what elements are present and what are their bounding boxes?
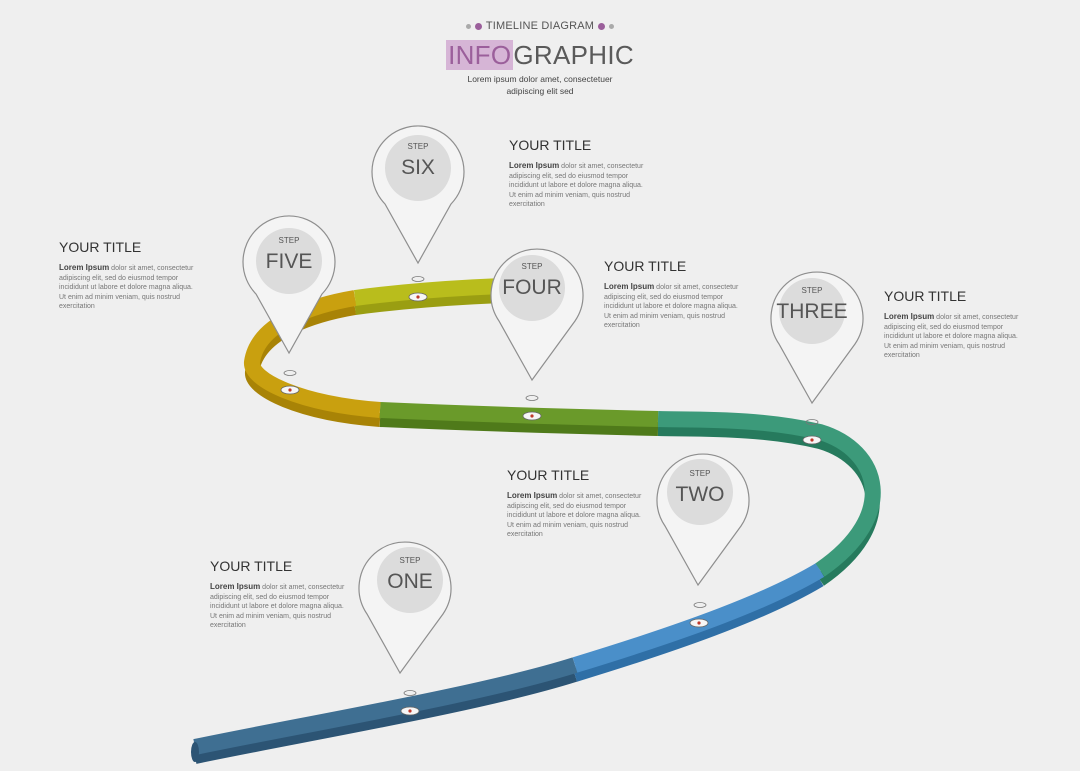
block-lead: Lorem Ipsum xyxy=(884,312,935,321)
bullet-dot-icon xyxy=(465,23,471,29)
step-caption: STEP xyxy=(399,556,421,565)
block-title: YOUR TITLE xyxy=(604,258,687,274)
road-segment-three xyxy=(657,411,881,577)
step-name: THREE xyxy=(776,300,848,323)
step-caption: STEP xyxy=(801,286,823,295)
block-lead: Lorem Ipsum xyxy=(604,282,655,291)
step-name: FOUR xyxy=(502,276,562,299)
text-block-two: YOUR TITLE Lorem Ipsum dolor sit amet, c… xyxy=(507,467,649,540)
step-name: FIVE xyxy=(265,250,313,273)
step-caption: STEP xyxy=(278,236,300,245)
step-name: SIX xyxy=(401,156,435,179)
kicker-text: TIMELINE DIAGRAM xyxy=(485,20,595,32)
text-block-five: YOUR TITLE Lorem Ipsum dolor sit amet, c… xyxy=(59,239,201,312)
block-body: Lorem Ipsum dolor sit amet, consectetur … xyxy=(507,491,642,539)
road-segment-five xyxy=(244,290,381,418)
block-title: YOUR TITLE xyxy=(210,558,293,574)
block-body: Lorem Ipsum dolor sit amet, consectetur … xyxy=(210,582,345,630)
road-markers xyxy=(280,276,822,716)
step-four-label: STEP FOUR xyxy=(492,262,572,300)
title-rest: GRAPHIC xyxy=(513,40,634,70)
road-segment-two xyxy=(572,563,825,673)
text-block-one: YOUR TITLE Lorem Ipsum dolor sit amet, c… xyxy=(210,558,352,631)
block-lead: Lorem Ipsum xyxy=(59,263,110,272)
block-body: Lorem Ipsum dolor sit amet, consectetur … xyxy=(604,282,739,330)
subtitle-line: Lorem ipsum dolor amet, consectetuer xyxy=(467,74,613,84)
block-title: YOUR TITLE xyxy=(507,467,590,483)
block-lead: Lorem Ipsum xyxy=(210,582,261,591)
bullet-dot-icon xyxy=(474,22,482,30)
step-caption: STEP xyxy=(689,469,711,478)
page-subtitle: Lorem ipsum dolor amet, consectetuer adi… xyxy=(390,73,690,97)
text-block-six: YOUR TITLE Lorem Ipsum dolor sit amet, c… xyxy=(509,137,651,210)
subtitle-line: adipiscing elit sed xyxy=(506,86,574,96)
step-one-label: STEP ONE xyxy=(370,556,450,594)
step-three-label: STEP THREE xyxy=(772,286,852,324)
page-title: INFOGRAPHIC xyxy=(390,40,690,71)
text-block-four: YOUR TITLE Lorem Ipsum dolor sit amet, c… xyxy=(604,258,746,331)
step-six-label: STEP SIX xyxy=(378,142,458,180)
block-lead: Lorem Ipsum xyxy=(509,161,560,170)
step-five-label: STEP FIVE xyxy=(249,236,329,274)
block-body: Lorem Ipsum dolor sit amet, consectetur … xyxy=(884,312,1019,360)
block-title: YOUR TITLE xyxy=(884,288,967,304)
block-body: Lorem Ipsum dolor sit amet, consectetur … xyxy=(59,263,194,311)
block-title: YOUR TITLE xyxy=(509,137,592,153)
step-caption: STEP xyxy=(521,262,543,271)
road-segment-one xyxy=(193,657,578,755)
bullet-dot-icon xyxy=(609,23,615,29)
title-highlight: INFO xyxy=(446,40,514,70)
header-kicker: TIMELINE DIAGRAM xyxy=(390,20,690,32)
step-name: TWO xyxy=(675,483,725,506)
pin-inner-circles xyxy=(256,135,845,613)
block-title: YOUR TITLE xyxy=(59,239,142,255)
bullet-dot-icon xyxy=(598,22,606,30)
text-block-three: YOUR TITLE Lorem Ipsum dolor sit amet, c… xyxy=(884,288,1026,361)
road-segment-four xyxy=(379,402,659,427)
header: TIMELINE DIAGRAM INFOGRAPHIC Lorem ipsum… xyxy=(390,20,690,97)
step-name: ONE xyxy=(387,570,433,593)
block-lead: Lorem Ipsum xyxy=(507,491,558,500)
block-body: Lorem Ipsum dolor sit amet, consectetur … xyxy=(509,161,644,209)
step-caption: STEP xyxy=(407,142,429,151)
step-two-label: STEP TWO xyxy=(660,469,740,507)
